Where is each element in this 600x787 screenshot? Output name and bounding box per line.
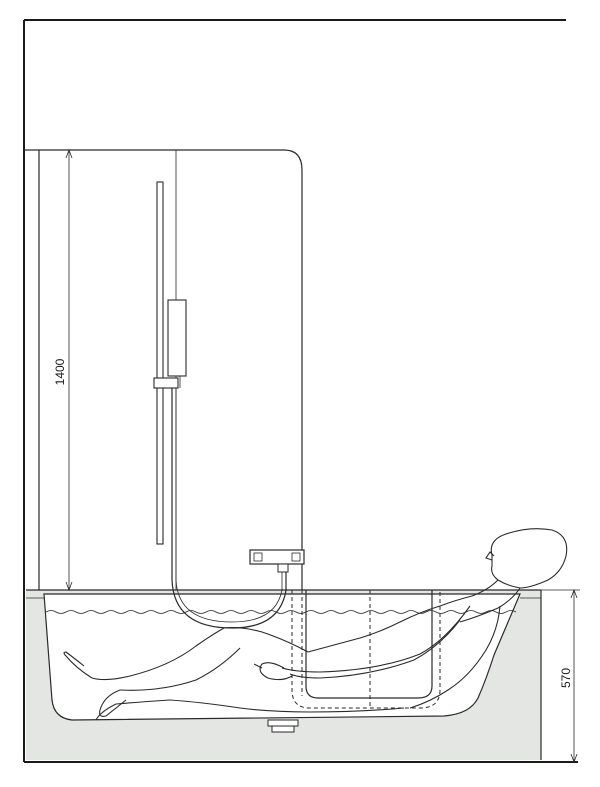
hand-shower-head xyxy=(167,299,187,377)
screen-height-dimension: 1400 xyxy=(53,148,73,592)
bathtub-body xyxy=(26,589,542,760)
reclining-figure xyxy=(63,528,568,721)
hidden-outline xyxy=(291,590,441,709)
water-surface xyxy=(45,610,517,614)
figure-head xyxy=(490,528,568,589)
shower-slide-rail xyxy=(153,181,187,545)
screen-height-label: 1400 xyxy=(53,358,67,385)
tub-height-label: 570 xyxy=(559,668,573,688)
seat-contour xyxy=(305,590,433,699)
drain-fitting xyxy=(267,719,299,733)
wall-outline xyxy=(23,19,578,763)
thermostatic-mixer xyxy=(249,549,305,573)
tub-height-dimension: 570 xyxy=(541,588,580,764)
tub-basin xyxy=(43,593,521,721)
slider-bracket xyxy=(153,377,179,389)
